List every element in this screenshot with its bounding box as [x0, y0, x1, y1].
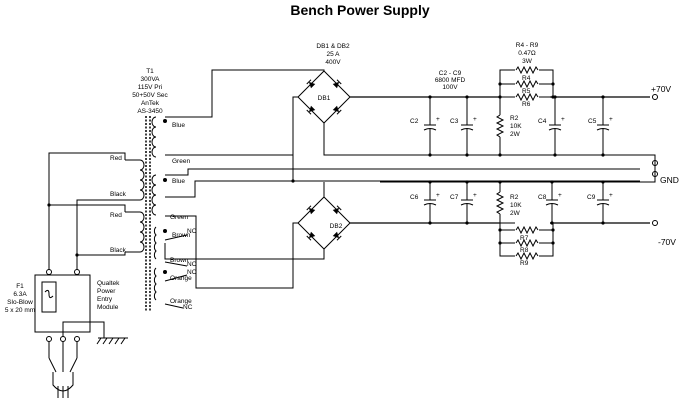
- lead-green-2: Green: [170, 214, 188, 221]
- bleeder-bottom-value: 10K: [510, 202, 522, 209]
- power-entry-module: Qualtek Power Entry Module F1 6.3A Slo-B…: [5, 269, 128, 398]
- resistor-r6: R6: [522, 101, 531, 108]
- caps-label-voltage: 100V: [442, 84, 458, 91]
- lead-brown-1: Brown: [172, 232, 191, 239]
- bridge-db1: DB1: [297, 70, 351, 124]
- bleeder-top: R2 10K 2W: [496, 97, 522, 157]
- cap-c8: C8: [538, 194, 547, 201]
- resistors-top: R4 R5 R6: [498, 66, 555, 108]
- bridge-db2-ref: DB2: [330, 223, 343, 230]
- fuse-rating: 6.3A: [13, 291, 27, 298]
- lead-orange-1: Orange: [170, 275, 192, 282]
- lead-blue-2: Blue: [172, 178, 185, 185]
- module-line-1: Qualtek: [97, 280, 120, 287]
- caps-top: C2 C3 C4 C5 + + + +: [410, 95, 613, 157]
- bleeder-bottom-power: 2W: [510, 210, 521, 217]
- fuse-type: Slo-Blow: [7, 299, 33, 306]
- bleeder-top-ref: R2: [510, 115, 519, 122]
- nc-label-3: NC: [187, 269, 197, 276]
- lead-red-2: Red: [110, 212, 122, 219]
- lead-brown-2: Brown: [170, 257, 189, 264]
- rail-negative-label: -70V: [658, 237, 676, 247]
- caps-label-value: 6800 MFD: [435, 77, 466, 84]
- module-line-2: Power: [97, 288, 116, 295]
- module-line-4: Module: [97, 304, 119, 311]
- diagram-title: Bench Power Supply: [290, 2, 429, 18]
- cap-plus: +: [561, 116, 565, 123]
- cap-plus: +: [473, 192, 477, 199]
- cap-c5: C5: [588, 118, 597, 125]
- cap-plus: +: [436, 192, 440, 199]
- transformer-spec-maker: AnTek: [141, 100, 160, 107]
- cap-c4: C4: [538, 118, 547, 125]
- bridge-db1-ref: DB1: [318, 95, 331, 102]
- fuse-size: 5 x 20 mm: [5, 307, 35, 314]
- cap-plus: +: [473, 116, 477, 123]
- cap-plus: +: [436, 116, 440, 123]
- resistor-r9: R9: [520, 260, 529, 267]
- lead-green-1: Green: [172, 158, 190, 165]
- cap-c3: C3: [450, 118, 459, 125]
- resistor-r5: R5: [522, 88, 531, 95]
- bridge-db2: DB2: [297, 196, 351, 250]
- cap-plus: +: [609, 116, 613, 123]
- resistor-r7: R7: [520, 235, 529, 242]
- resistors-bottom: R7 R8 R9: [498, 222, 555, 267]
- bleeder-bottom: R2 10K 2W: [496, 180, 522, 223]
- resistor-r4: R4: [522, 75, 531, 82]
- fuse-f1: [41, 281, 57, 313]
- nc-label-4: NC: [183, 304, 193, 311]
- caps-bottom: C6 C7 C8 C9 + + + +: [410, 180, 613, 225]
- caps-label-refs: C2 - C9: [439, 70, 462, 77]
- nc-label-1: NC: [187, 228, 197, 235]
- bridge-label-current: 25 A: [326, 51, 340, 58]
- rail-ground-label: GND: [660, 175, 679, 185]
- bleeder-top-power: 2W: [510, 131, 521, 138]
- secondary-wiring: [164, 69, 640, 289]
- cap-c2: C2: [410, 118, 419, 125]
- lead-red-1: Red: [110, 155, 122, 162]
- resistor-r8: R8: [520, 247, 529, 254]
- rails: +70V GND -70V: [323, 84, 679, 247]
- transformer-spec-primary: 115V Pri: [138, 84, 162, 91]
- rail-positive-label: +70V: [651, 84, 671, 94]
- fuse-ref: F1: [16, 283, 24, 290]
- bridge-label-refs: DB1 & DB2: [316, 43, 350, 50]
- cap-c9: C9: [587, 194, 596, 201]
- resistors-label-refs: R4 - R9: [516, 42, 539, 49]
- nc-label-2: NC: [187, 261, 197, 268]
- bridge-label-voltage: 400V: [325, 59, 341, 66]
- lead-black-2: Black: [110, 247, 127, 254]
- transformer-spec-secondary: 50+50V Sec: [132, 92, 168, 99]
- transformer-spec-power: 300VA: [140, 76, 160, 83]
- cap-c7: C7: [450, 194, 459, 201]
- module-line-3: Entry: [97, 296, 113, 303]
- cap-plus: +: [558, 192, 562, 199]
- bleeder-bottom-ref: R2: [510, 194, 519, 201]
- lead-blue-1: Blue: [172, 122, 185, 129]
- transformer-spec-model: AS-3450: [137, 108, 163, 115]
- lead-orange-2: Orange: [170, 298, 192, 305]
- primary-wiring: [47, 152, 126, 270]
- lead-black-1: Black: [110, 191, 127, 198]
- resistors-label-value: 0.47Ω: [518, 50, 536, 57]
- transformer-ref: T1: [146, 68, 154, 75]
- bleeder-top-value: 10K: [510, 123, 522, 130]
- resistors-label-power: 3W: [522, 58, 533, 65]
- transformer-t1: T1 300VA 115V Pri 50+50V Sec AnTek AS-34…: [110, 68, 197, 312]
- cap-plus: +: [609, 192, 613, 199]
- cap-c6: C6: [410, 194, 419, 201]
